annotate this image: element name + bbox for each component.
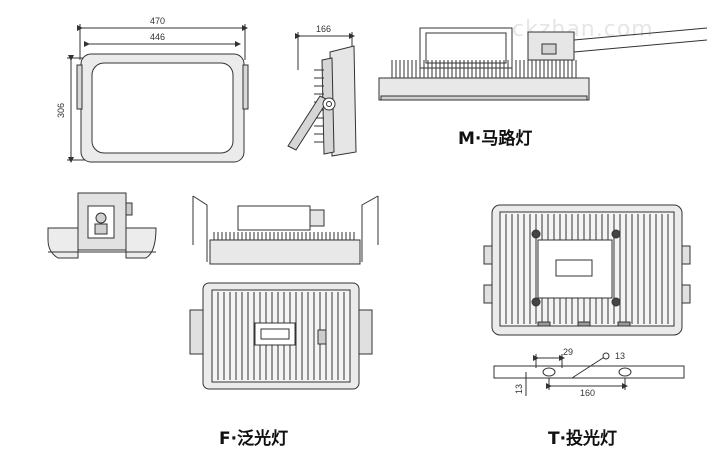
dim-outer-width: 470 xyxy=(150,16,165,26)
dim-spacing-160: 160 xyxy=(580,388,595,398)
caption-t-type: T·投光灯 xyxy=(548,428,617,449)
small-side-view xyxy=(47,192,157,259)
dim-hole-13: 13 xyxy=(615,351,625,361)
m-type-drawing xyxy=(378,27,707,101)
dim-thickness-13: 13 xyxy=(514,384,524,394)
m-heat-fins xyxy=(391,60,577,78)
t-type-bracket xyxy=(493,352,685,396)
caption-f-type: F·泛光灯 xyxy=(219,428,288,449)
dim-height: 306 xyxy=(56,103,66,118)
dim-depth: 166 xyxy=(316,24,331,34)
f-type-back-view xyxy=(189,282,373,390)
f-heat-fins xyxy=(213,232,355,240)
dim-bracket-29: 29 xyxy=(563,347,573,357)
front-view xyxy=(67,24,249,163)
side-view xyxy=(287,32,357,157)
caption-m-type: M·马路灯 xyxy=(458,128,532,149)
f-type-side-view xyxy=(192,195,379,265)
dim-inner-width: 446 xyxy=(150,32,165,42)
t-type-back-view xyxy=(483,204,691,336)
